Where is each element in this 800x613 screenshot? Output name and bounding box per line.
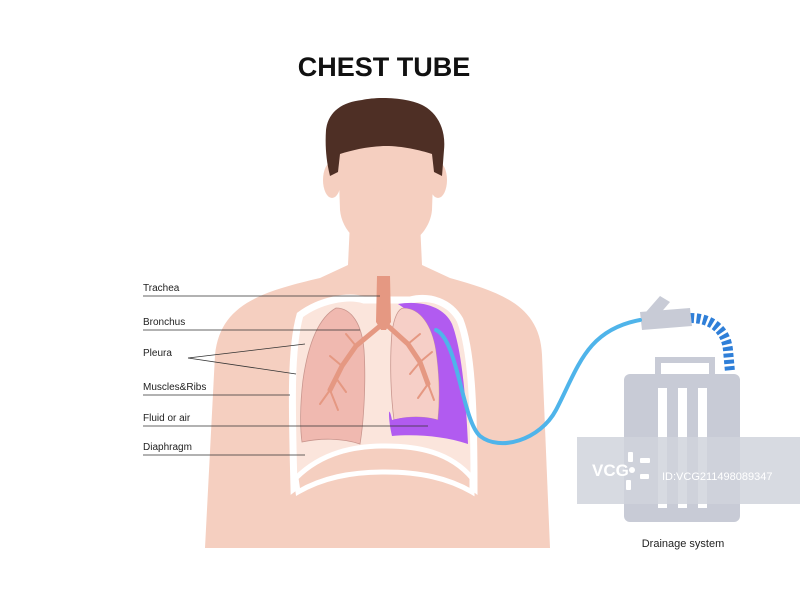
watermark-id: ID:VCG211498089347 xyxy=(662,471,773,483)
container-handle xyxy=(655,357,715,376)
left-lung xyxy=(300,307,366,445)
label-muscles-ribs: Muscles&Ribs xyxy=(143,382,206,393)
label-trachea: Trachea xyxy=(143,283,180,294)
fluid-collection xyxy=(389,302,468,444)
labels: Trachea Bronchus Pleura Muscles&Ribs Flu… xyxy=(143,283,428,456)
tube-connector-tip xyxy=(646,296,670,316)
right-bronchioles xyxy=(407,333,435,401)
watermark-mark-icon xyxy=(626,452,650,490)
watermark-background xyxy=(577,437,800,504)
diagram-title: CHEST TUBE xyxy=(298,52,471,82)
drainage-tube xyxy=(434,318,642,446)
right-ear xyxy=(429,162,447,198)
watermark-logo: VCG xyxy=(592,461,629,480)
coiled-connector xyxy=(689,313,735,373)
label-pleura: Pleura xyxy=(143,348,172,359)
leader-pleura-b xyxy=(187,357,297,375)
watermark: VCG ID:VCG211498089347 xyxy=(577,437,800,504)
leader-pleura-a xyxy=(187,343,306,359)
right-bronchus xyxy=(385,323,431,387)
left-bronchioles xyxy=(319,333,357,411)
label-bronchus: Bronchus xyxy=(143,317,185,328)
hair xyxy=(325,98,445,176)
label-diaphragm: Diaphragm xyxy=(143,442,192,453)
trachea xyxy=(376,276,391,330)
diaphragm xyxy=(293,443,475,497)
drainage-caption: Drainage system xyxy=(642,538,725,550)
airway xyxy=(319,276,435,411)
label-fluid-or-air: Fluid or air xyxy=(143,413,191,424)
